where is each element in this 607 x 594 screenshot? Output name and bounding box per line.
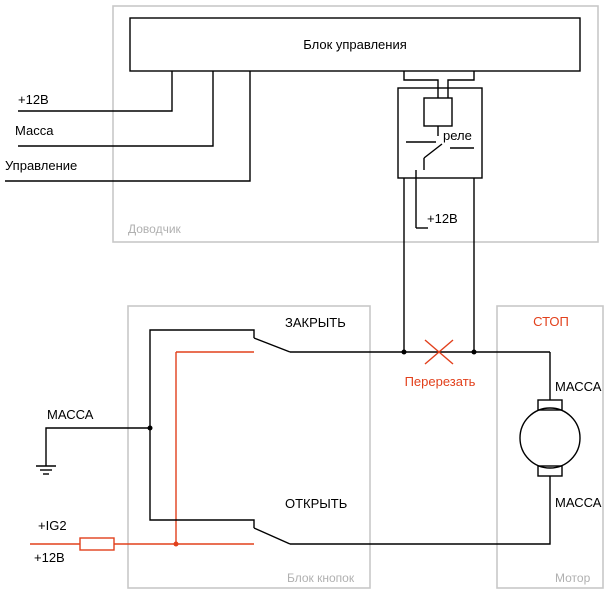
relay bbox=[397, 71, 483, 229]
control-label: Управление bbox=[5, 158, 77, 173]
button-block-frame bbox=[127, 305, 371, 589]
ig2-feed bbox=[30, 537, 176, 551]
motor-mass-bottom-label: МАССА bbox=[555, 495, 602, 510]
button-block-label: Блок кнопок bbox=[287, 571, 355, 585]
motor-label: Мотор bbox=[555, 571, 591, 585]
ground-mass-label: МАССА bbox=[47, 407, 94, 422]
junction-dot bbox=[401, 349, 407, 355]
stop-label: СТОП bbox=[533, 314, 569, 329]
fuse bbox=[79, 537, 115, 551]
motor-symbol bbox=[519, 352, 581, 486]
cut-mark bbox=[424, 339, 454, 365]
closer-frame bbox=[112, 5, 599, 243]
relay-label: реле bbox=[443, 128, 472, 143]
relay-coil bbox=[423, 97, 453, 127]
ig2-label: +IG2 bbox=[38, 518, 67, 533]
open-output-wire bbox=[290, 486, 551, 545]
motor-mass-top-label: МАССА bbox=[555, 379, 602, 394]
closer-label: Доводчик bbox=[128, 222, 182, 236]
cut-label: Перерезать bbox=[405, 374, 476, 389]
motor-frame bbox=[496, 305, 604, 589]
button-block-wiring bbox=[149, 329, 291, 545]
junction-dot bbox=[471, 349, 477, 355]
close-label: ЗАКРЫТЬ bbox=[285, 315, 346, 330]
relay-box bbox=[397, 87, 483, 179]
plus12-top-label: +12В bbox=[18, 92, 49, 107]
input-wires bbox=[5, 71, 251, 182]
mass-label: Масса bbox=[15, 123, 54, 138]
ground-symbol bbox=[36, 427, 150, 475]
plus12-bottom-label: +12В bbox=[34, 550, 65, 565]
control-unit-box bbox=[129, 17, 581, 72]
control-unit-label: Блок управления bbox=[303, 37, 407, 52]
relay-plus12-label: +12В bbox=[427, 211, 458, 226]
open-label: ОТКРЫТЬ bbox=[285, 496, 347, 511]
